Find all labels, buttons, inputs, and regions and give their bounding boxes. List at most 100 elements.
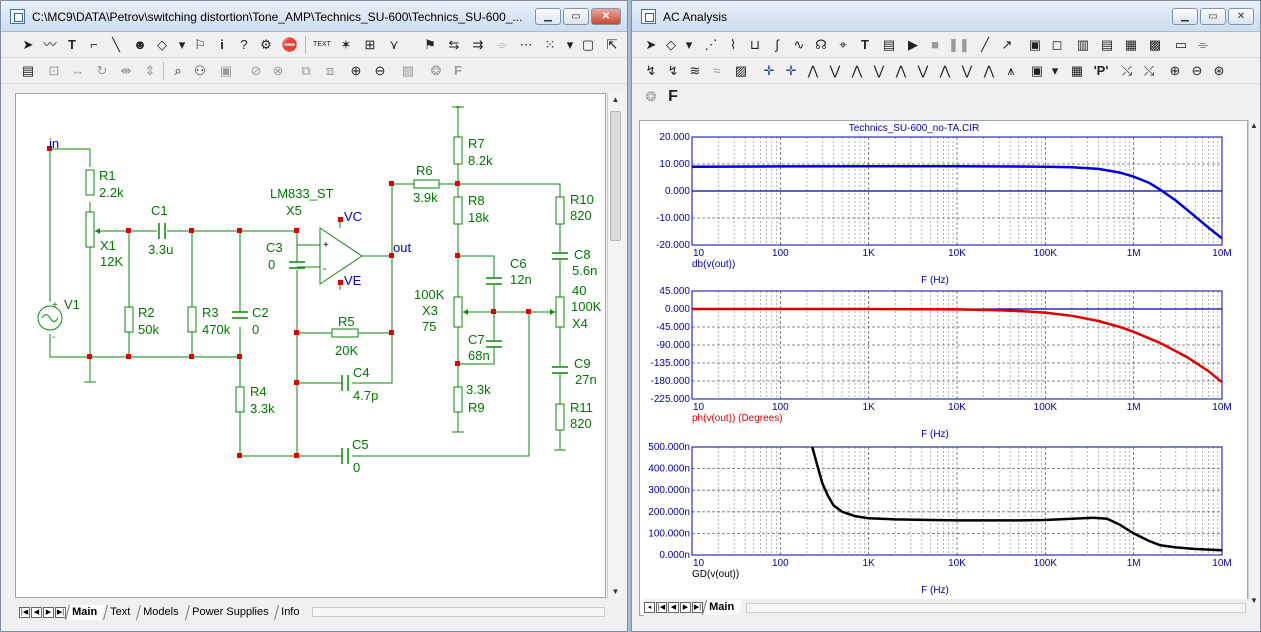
tab-models[interactable]: Models [136,604,187,620]
ac-titlebar[interactable]: AC Analysis ▁ ▭ ✕ [632,1,1260,32]
grid-icon[interactable]: ⁙ [544,37,556,52]
scrollbar-thumb[interactable] [610,111,621,241]
wire-icon[interactable]: ⌐ [90,37,98,52]
prev-tab-button[interactable]: ◀ [668,602,679,613]
slope-icon[interactable]: ∫ [775,37,779,52]
last-tab-button[interactable]: ▶| [692,602,703,613]
text-tool-icon[interactable]: T [861,37,869,52]
probe-icon[interactable]: ⚑ [424,37,436,52]
pause-icon[interactable]: ❚❚ [948,37,970,52]
scroll-left-button[interactable]: ◂ [644,602,655,613]
tag-mode-2-icon[interactable]: ⤯ [1143,63,1155,78]
mirror-icon[interactable]: ⇼ [120,63,132,78]
properties-icon[interactable]: ▤ [882,37,896,52]
zoom-fit-icon[interactable]: ⊛ [1213,63,1225,78]
close-button[interactable]: ✕ [591,8,621,25]
line-icon[interactable]: ╲ [112,37,120,52]
select-arrow-icon[interactable]: ➤ [645,37,657,52]
text-tool-icon[interactable]: T [68,37,76,52]
panel-icon[interactable]: ▭ [1174,37,1188,52]
arrow-tool-icon[interactable]: ↗ [1001,37,1013,52]
maximize-button[interactable]: ▭ [563,8,589,25]
high-icon[interactable]: ⋀ [895,63,907,78]
dropdown-arrow-icon[interactable]: ▾ [178,37,186,52]
scale-icon[interactable]: ⋰ [704,37,718,52]
next-tab-button[interactable]: ▶ [43,606,54,618]
next-point-icon[interactable]: ✛ [763,63,775,78]
tag-box-icon[interactable]: ▣ [1030,63,1044,78]
attribute-icon[interactable]: ⇆ [448,37,460,52]
shapes-icon[interactable]: ◇ [666,37,676,52]
grid-rows-icon[interactable]: ▤ [1100,37,1114,52]
prev-point-icon[interactable]: ✛ [785,63,797,78]
schematic-horizontal-scrollbar[interactable] [311,607,605,617]
stop-icon[interactable]: ⛔ [281,37,299,52]
wire-mode-icon[interactable]: 〰 [43,37,57,52]
schematic-vertical-scrollbar[interactable]: ▲ ▼ [607,93,623,598]
tab-info[interactable]: Info [274,604,308,620]
waveform-icon[interactable]: ≋ [689,63,701,78]
wave-icon[interactable]: ∿ [793,37,805,52]
zoom-out-icon[interactable]: ⊖ [374,63,386,78]
restore-button[interactable]: ▭ [1200,8,1226,25]
global-high-icon[interactable]: ⋁ [961,63,973,78]
select-arrow-icon[interactable]: ➤ [22,37,34,52]
dropdown-arrow-icon[interactable]: ▾ [1051,63,1059,78]
find-icon[interactable]: ⚙ [260,37,272,52]
p-key-icon[interactable]: 'P' [1093,63,1109,78]
pin-connections-icon[interactable]: ⋎ [389,37,399,52]
valley-right-icon[interactable]: ⋁ [873,63,885,78]
group-icon[interactable]: ⊡ [48,63,60,78]
palette-icon[interactable]: ❂ [645,89,657,104]
display-icon[interactable]: ▣ [219,63,233,78]
text-mode-icon[interactable]: TEXT [313,41,331,48]
node-icon[interactable]: ⇉ [472,37,484,52]
tag-icon[interactable]: ☊ [815,37,827,52]
grid-lines-icon[interactable]: ▥ [1076,37,1090,52]
top-icon[interactable]: ⩚ [1007,63,1015,78]
copy-icon[interactable]: ⧉ [301,63,311,78]
rect-icon[interactable]: ◻ [1051,37,1063,52]
peak-icon[interactable]: ⊔ [749,37,761,52]
dots-icon[interactable]: ⋯ [519,37,533,52]
waveform-2-icon[interactable]: ≈ [713,63,721,78]
close-button[interactable]: ✕ [1228,8,1254,25]
table-icon[interactable]: ▦ [1070,63,1084,78]
low-icon[interactable]: ⋁ [917,63,929,78]
first-tab-button[interactable]: |◀ [19,606,30,618]
tab-power-supplies[interactable]: Power Supplies [184,604,277,620]
schematic-canvas[interactable]: + - [15,93,606,598]
first-tab-button[interactable]: |◀ [656,602,667,613]
rotate-icon[interactable]: ↻ [96,63,108,78]
peak-right-icon[interactable]: ⋀ [851,63,863,78]
chart-icon[interactable]: ▨ [734,63,748,78]
minimize-button[interactable]: ▁ [1172,8,1198,25]
zoom-in-icon[interactable]: ⊕ [350,63,362,78]
run-icon[interactable]: ▶ [908,37,918,52]
grid-fine-icon[interactable]: ▦ [1124,37,1138,52]
last-tab-button[interactable]: ▶| [55,606,66,618]
component-icon[interactable]: ☻ [133,37,147,52]
zoom-out-icon[interactable]: ⊖ [1191,63,1203,78]
cursor-right-icon[interactable]: ↯ [667,63,679,78]
palette-icon[interactable]: ❂ [430,63,442,78]
help-icon[interactable]: ? [240,37,248,52]
ac-horizontal-scrollbar[interactable] [746,602,1246,613]
valley-left-icon[interactable]: ⋁ [829,63,841,78]
camera-icon[interactable]: ▨ [401,63,415,78]
dropdown-arrow-icon[interactable]: ▾ [566,37,574,52]
shapes-icon[interactable]: ◇ [157,37,167,52]
cursor-tool-icon[interactable]: ⌯ [1197,37,1209,52]
cursor-mode-icon[interactable]: ⌇ [729,37,737,52]
paste-icon[interactable]: ⧈ [325,63,335,78]
properties-icon[interactable]: ▤ [21,63,35,78]
tab-main[interactable]: Main [701,600,743,615]
font-icon[interactable]: F [668,88,678,105]
cursor-icon[interactable]: ⇱ [606,37,618,52]
next-tab-button[interactable]: ▶ [680,602,691,613]
global-low-icon[interactable]: ⋀ [983,63,995,78]
warning-icon[interactable]: ⊘ [250,63,262,78]
peak-left-icon[interactable]: ⋀ [807,63,819,78]
flag-icon[interactable]: ⚐ [194,37,206,52]
